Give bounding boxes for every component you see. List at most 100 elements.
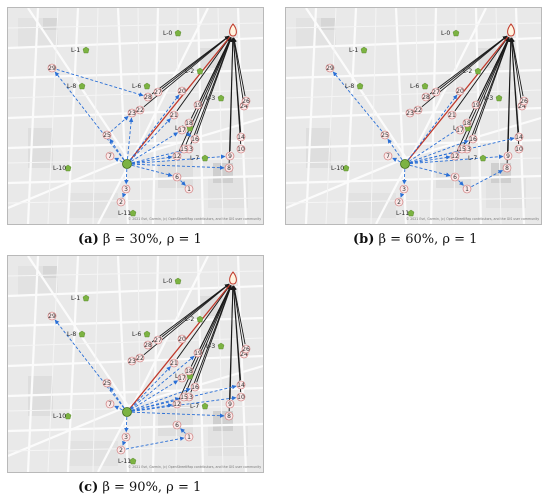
customer-node: [225, 151, 235, 161]
customer-node-label: 28: [422, 94, 430, 101]
drone-route-edge: [392, 157, 401, 163]
map-street: [66, 8, 80, 224]
customer-node-label: 13: [185, 146, 193, 153]
customer-node: [184, 118, 194, 128]
map-street-minor: [286, 22, 541, 29]
customer-node-label: 7: [386, 153, 390, 160]
customer-node-label: 22: [414, 107, 422, 114]
customer-node-label: 9: [228, 401, 232, 408]
customer-node-label: 23: [128, 110, 136, 117]
depot-marker-icon: [82, 294, 90, 302]
depot-marker-icon: [342, 164, 350, 172]
customer-node: [224, 163, 234, 173]
drone-route-edge: [114, 157, 123, 163]
depot-label: L-10: [331, 165, 344, 172]
depot-marker-icon: [82, 46, 90, 54]
customer-node: [135, 105, 145, 115]
customer-node: [457, 144, 467, 154]
map-street: [196, 8, 205, 224]
drone-route-edge: [131, 384, 237, 412]
customer-node-label: 26: [242, 98, 250, 105]
depot-marker-icon: [129, 209, 137, 217]
customer-node-label: 15: [180, 146, 188, 153]
map-street-minor: [8, 270, 263, 277]
customer-node-label: 27: [432, 89, 440, 96]
customer-node-label: 8: [227, 165, 231, 172]
drone-route-edge: [131, 397, 180, 412]
depot-marker-icon: [479, 154, 487, 162]
map-patch: [43, 18, 58, 30]
customer-node: [127, 108, 137, 118]
map-street: [8, 422, 263, 433]
customer-node: [116, 197, 126, 207]
truck-route-edge: [232, 285, 246, 345]
drone-route-edge: [122, 440, 127, 446]
customer-node: [193, 100, 203, 110]
map-street: [286, 174, 541, 185]
drone-route-edge: [402, 168, 407, 185]
depot-marker-icon: [143, 330, 151, 338]
depot-label: L-10: [53, 413, 66, 420]
customer-node: [172, 151, 182, 161]
customer-node: [179, 392, 189, 402]
customer-node-label: 9: [228, 153, 232, 160]
customer-node: [153, 87, 163, 97]
drone-routes: [54, 319, 237, 450]
customer-node-label: 10: [237, 146, 245, 153]
customer-node-label: 12: [173, 401, 181, 408]
customer-node-label: 15: [180, 394, 188, 401]
map-street-minor: [415, 8, 420, 224]
customer-node-label: 28: [144, 342, 152, 349]
customer-node-label: 13: [185, 394, 193, 401]
drone-routes: [54, 69, 226, 198]
drone-route-edge: [109, 138, 125, 161]
truck-route-edge: [439, 35, 508, 90]
customer-node: [105, 399, 115, 409]
truck-route-edge: [231, 37, 242, 145]
panel-c-svg: L-0L-1L-2L-3L-4L-6L-7L-8L-10L-1112367891…: [8, 256, 263, 472]
customer-node: [184, 432, 194, 442]
map-street-minor: [92, 8, 99, 224]
customer-node-label: 24: [518, 103, 526, 110]
truck-route-edge: [185, 37, 232, 145]
depot-label: L-8: [67, 83, 76, 90]
map-street: [97, 8, 209, 224]
truck-route-edge: [190, 285, 232, 393]
customer-node: [455, 125, 465, 135]
customer-node-label: 29: [48, 313, 56, 320]
drone-route-edge: [127, 117, 134, 160]
depot-label: L-3: [206, 343, 215, 350]
panel-a-caption: (a) β = 30%, ρ = 1: [78, 232, 202, 247]
customer-node-label: 26: [520, 98, 528, 105]
customer-node-label: 22: [136, 355, 144, 362]
customer-node: [102, 130, 112, 140]
depot-label: L-7: [190, 155, 199, 162]
depot-label: L-1: [71, 47, 80, 54]
customer-node: [394, 197, 404, 207]
customer-node-label: 14: [515, 134, 523, 141]
drone-route-edge: [131, 388, 191, 411]
drone-route-edge: [409, 148, 463, 164]
depot-label: L-2: [185, 316, 194, 323]
depot-markers: L-0L-1L-2L-3L-4L-6L-7L-8L-10L-11: [53, 277, 225, 465]
customer-node: [447, 110, 457, 120]
drone-route-edge: [180, 180, 186, 186]
customer-node-label: 3: [402, 186, 406, 193]
drone-route-edge: [131, 155, 173, 164]
map-street: [8, 386, 263, 398]
truck-route-edge: [232, 37, 246, 97]
map-street: [236, 8, 248, 224]
customer-node-label: 2: [397, 199, 401, 206]
drone-route-edge: [409, 140, 469, 163]
customer-node-label: 6: [453, 174, 457, 181]
depot-marker-icon: [356, 82, 364, 90]
customer-node-label: 3: [124, 434, 128, 441]
drone-route-edge: [131, 380, 179, 410]
customer-node: [450, 151, 460, 161]
depot-label: L-8: [67, 331, 76, 338]
depot-label: L-7: [190, 403, 199, 410]
truck-route-edge: [509, 37, 520, 145]
customer-node-label: 20: [456, 88, 464, 95]
depot-label: L-1: [71, 295, 80, 302]
depot-marker-icon: [474, 67, 482, 75]
